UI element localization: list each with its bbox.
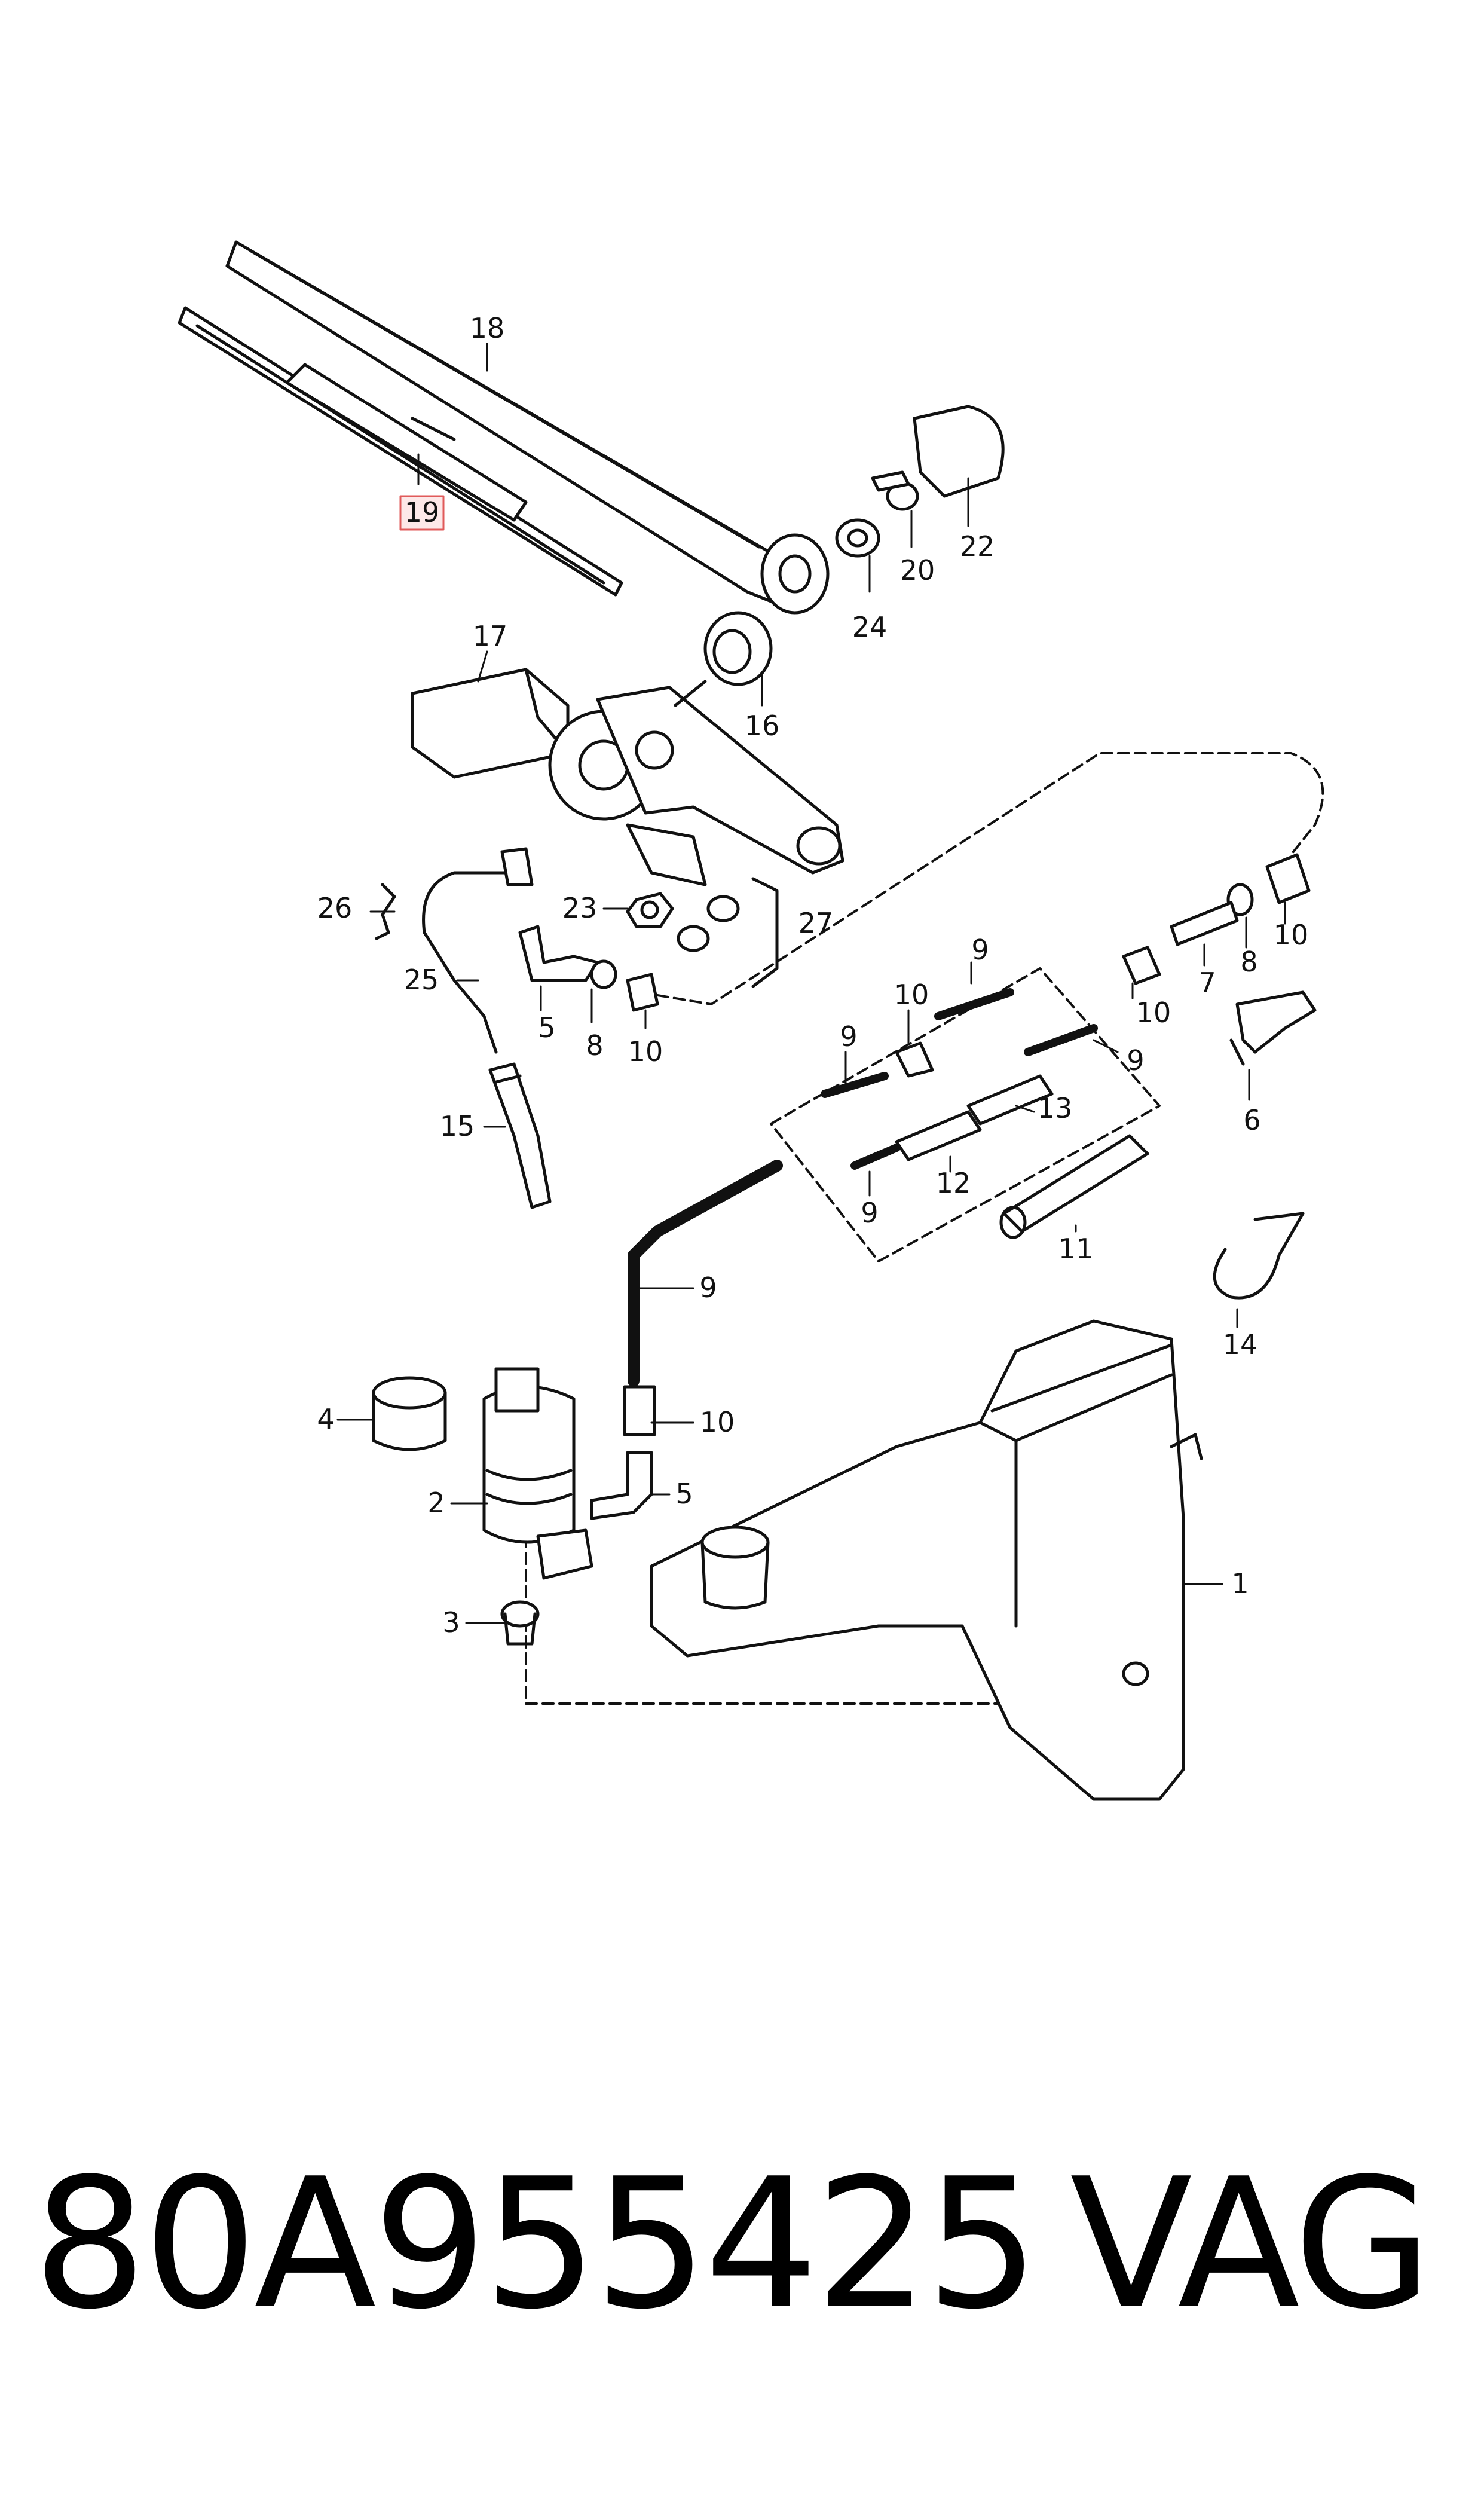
leader-lines [336, 343, 1286, 1624]
grommet-3 [500, 1600, 540, 1646]
hose-route-box [770, 967, 1161, 1262]
callout-11: 11 [1058, 1233, 1094, 1265]
callout-10-top: 10 [1274, 919, 1309, 951]
callout-7: 7 [1198, 967, 1216, 999]
highlight-box-19 [399, 495, 445, 531]
callout-5-lower: 5 [675, 1478, 693, 1510]
callout-27: 27 [798, 907, 834, 939]
hose-end-10-left [626, 973, 659, 1012]
clip-8-left [590, 959, 617, 989]
callout-10-left: 10 [628, 1035, 663, 1068]
callout-8-left: 8 [586, 1029, 603, 1062]
hose-end-10-lower [623, 1385, 656, 1436]
washer-jet-15 [488, 1062, 552, 1209]
callout-10-mid: 10 [1136, 996, 1171, 1029]
hose-end-10-box [895, 1041, 934, 1078]
callout-16: 16 [745, 710, 780, 742]
hose-section-9-box [821, 988, 1098, 1170]
callout-9-right: 9 [1127, 1044, 1144, 1077]
callout-23: 23 [562, 892, 598, 924]
callout-25: 25 [404, 964, 439, 996]
wiper-blade-19 [178, 306, 623, 597]
bracket-6 [1229, 990, 1317, 1066]
connector-13 [966, 1074, 1054, 1126]
brand-label: VAG [1070, 2140, 1432, 2349]
wiper-motor-17 [411, 668, 844, 886]
callout-9-left: 9 [840, 1020, 857, 1053]
connector-5-upper [500, 847, 599, 982]
nut-24 [835, 518, 880, 558]
callout-6: 6 [1243, 1104, 1260, 1136]
hose-end-10-mid [1122, 946, 1161, 985]
callout-4: 4 [317, 1403, 334, 1435]
callout-10-lower: 10 [700, 1406, 735, 1438]
connector-5-lower [590, 1451, 653, 1520]
sleeve-4 [372, 1376, 447, 1451]
callout-9-top: 9 [971, 934, 989, 966]
callout-26: 26 [317, 892, 353, 924]
connector-7 [1170, 901, 1239, 946]
callout-5-upper: 5 [538, 1011, 555, 1044]
hose-route-lower [525, 1535, 1005, 1705]
callout-9-bottom: 9 [861, 1197, 878, 1229]
callout-10-box: 10 [894, 979, 929, 1011]
callout-14: 14 [1223, 1328, 1258, 1361]
callout-1: 1 [1231, 1567, 1249, 1600]
hose-end-10-top [1265, 853, 1311, 904]
cap-22 [871, 405, 1005, 498]
callout-13: 13 [1038, 1092, 1073, 1124]
sleeve-11 [999, 1134, 1149, 1239]
callout-15: 15 [440, 1110, 475, 1142]
spacers-27 [677, 877, 779, 988]
callout-2: 2 [427, 1487, 445, 1519]
washer-reservoir-1 [650, 1319, 1203, 1801]
hose-route-upper [656, 752, 1324, 1005]
clip-26 [375, 883, 396, 940]
part-number-label: 80A955425 [33, 2140, 1039, 2349]
callout-19: 19 [405, 496, 440, 528]
hose-9-long [628, 1160, 783, 1387]
washer-pump-2 [482, 1367, 593, 1580]
callout-17: 17 [473, 620, 508, 652]
callout-24: 24 [852, 611, 888, 643]
nut-23 [626, 892, 674, 928]
wiper-arm-18 [225, 240, 830, 615]
grommet-16 [703, 611, 773, 686]
callout-12: 12 [936, 1167, 971, 1199]
callout-18: 18 [470, 312, 505, 344]
washer-hose-25 [422, 871, 516, 1054]
connector-12 [895, 1110, 982, 1161]
callout-20: 20 [900, 554, 935, 586]
callout-22: 22 [960, 530, 995, 562]
callout-8-right: 8 [1240, 946, 1257, 978]
callout-3: 3 [442, 1606, 460, 1638]
cable-tie-14 [1213, 1212, 1305, 1300]
callout-9-long: 9 [699, 1271, 717, 1304]
